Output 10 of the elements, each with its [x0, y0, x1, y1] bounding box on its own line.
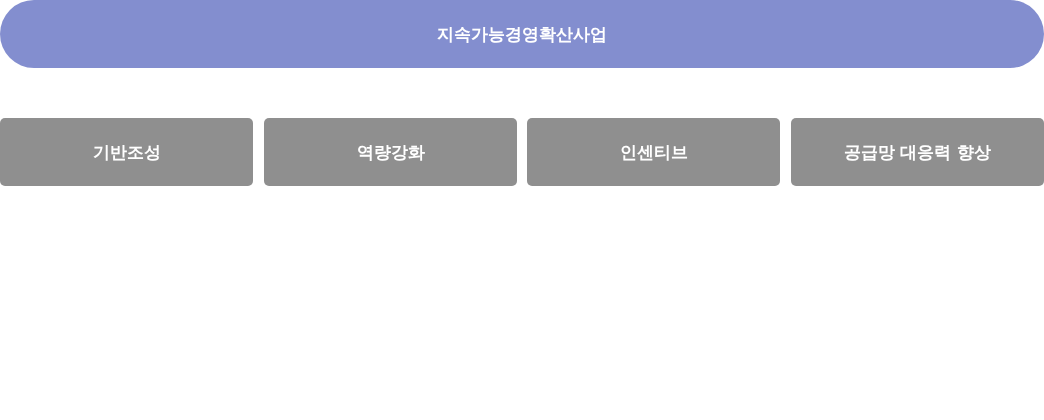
- category-box: [264, 118, 517, 186]
- category-label: 인센티브: [619, 140, 688, 164]
- category-box: [791, 118, 1044, 186]
- banner-title: 지속가능경영확산사업: [437, 22, 607, 46]
- category-box: [0, 118, 253, 186]
- program-banner: [0, 0, 1044, 68]
- category-label: 공급망 대응력 향상: [843, 140, 992, 164]
- category-label: 기반조성: [92, 140, 161, 164]
- category-box: [527, 118, 780, 186]
- category-label: 역량강화: [356, 140, 425, 164]
